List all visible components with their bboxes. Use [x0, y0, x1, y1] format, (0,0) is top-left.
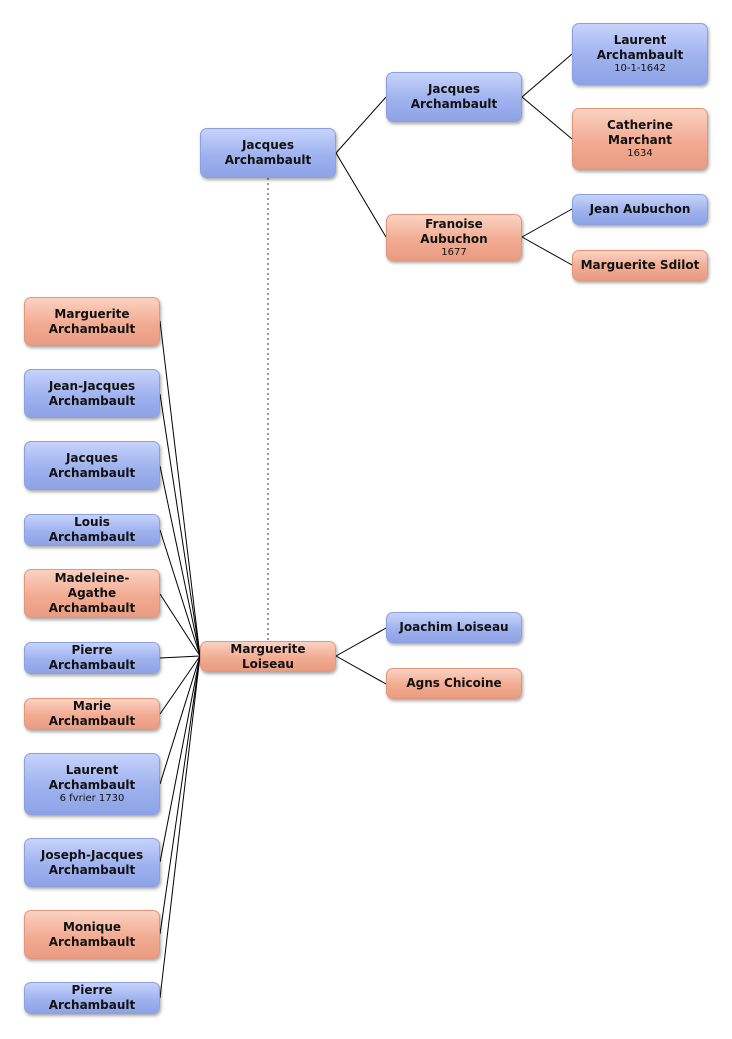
connector: [159, 655, 201, 935]
person-name: Marguerite Archambault: [48, 306, 136, 336]
person-name: Louis Archambault: [48, 515, 136, 544]
person-name: Pierre Archambault: [48, 643, 136, 672]
connector: [159, 655, 201, 785]
connector: [159, 393, 201, 657]
person-node-child[interactable]: Monique Archambault: [24, 910, 160, 959]
person-name: Laurent Archambault: [48, 763, 136, 792]
person-node-child[interactable]: Pierre Archambault: [24, 982, 160, 1014]
person-node-child[interactable]: Pierre Archambault: [24, 642, 160, 674]
person-node-root-mother[interactable]: Agns Chicoine: [386, 668, 522, 699]
person-name: Jacques Archambault: [410, 82, 498, 111]
connector: [521, 96, 573, 140]
person-date: 6 fvrier 1730: [59, 793, 125, 804]
connector: [159, 655, 201, 999]
connector: [521, 236, 573, 266]
connector: [159, 655, 201, 715]
connector: [159, 593, 201, 657]
person-node-paternal-grandmother[interactable]: Catherine Marchant 1634: [572, 108, 708, 170]
person-name: Joachim Loiseau: [399, 620, 509, 634]
connector: [335, 655, 387, 685]
person-name: Franoise Aubuchon: [420, 216, 488, 246]
person-name: Jean-Jacques Archambault: [48, 378, 136, 408]
person-node-spouse[interactable]: Jacques Archambault: [200, 128, 336, 178]
person-node-child[interactable]: Madeleine-Agathe Archambault: [24, 569, 160, 618]
person-name: Catherine Marchant: [606, 118, 674, 147]
connector: [335, 627, 387, 657]
connector: [159, 655, 201, 863]
person-node-spouse-father[interactable]: Jacques Archambault: [386, 72, 522, 122]
connector: [335, 152, 387, 238]
person-name: Joseph-Jacques Archambault: [40, 847, 144, 877]
person-node-spouse-mother[interactable]: Franoise Aubuchon 1677: [386, 214, 522, 261]
person-node-root[interactable]: Marguerite Loiseau: [200, 641, 336, 672]
person-name: Agns Chicoine: [406, 676, 502, 690]
person-node-child[interactable]: Marguerite Archambault: [24, 297, 160, 346]
person-date: 1677: [441, 246, 467, 258]
person-node-child[interactable]: Joseph-Jacques Archambault: [24, 838, 160, 887]
connector: [335, 96, 387, 154]
person-name: Pierre Archambault: [48, 983, 136, 1012]
person-node-child[interactable]: Jacques Archambault: [24, 441, 160, 490]
connector: [159, 529, 201, 657]
connector: [521, 53, 573, 98]
person-name: Marguerite Sdilot: [580, 258, 700, 272]
person-node-paternal-grandfather[interactable]: Laurent Archambault 10-1-1642: [572, 23, 708, 85]
person-node-child[interactable]: Laurent Archambault 6 fvrier 1730: [24, 753, 160, 815]
connector: [159, 655, 201, 659]
person-name: Madeleine-Agathe Archambault: [48, 571, 136, 615]
person-name: Jean Aubuchon: [589, 202, 691, 216]
person-name: Jacques Archambault: [224, 138, 312, 167]
person-name: Laurent Archambault: [596, 33, 684, 62]
person-node-root-father[interactable]: Joachim Loiseau: [386, 612, 522, 643]
connector: [159, 465, 201, 657]
person-date: 10-1-1642: [614, 63, 666, 74]
person-name: Monique Archambault: [48, 919, 136, 949]
connector: [521, 208, 573, 238]
person-node-child[interactable]: Marie Archambault: [24, 698, 160, 730]
person-name: Marie Archambault: [48, 699, 136, 728]
person-name: Jacques Archambault: [48, 450, 136, 480]
person-node-maternal-grandmother[interactable]: Marguerite Sdilot: [572, 250, 708, 281]
person-name: Marguerite Loiseau: [230, 641, 306, 671]
person-date: 1634: [627, 148, 653, 159]
connector: [159, 320, 201, 657]
person-node-child[interactable]: Louis Archambault: [24, 514, 160, 546]
person-node-maternal-grandfather[interactable]: Jean Aubuchon: [572, 194, 708, 225]
person-node-child[interactable]: Jean-Jacques Archambault: [24, 369, 160, 418]
